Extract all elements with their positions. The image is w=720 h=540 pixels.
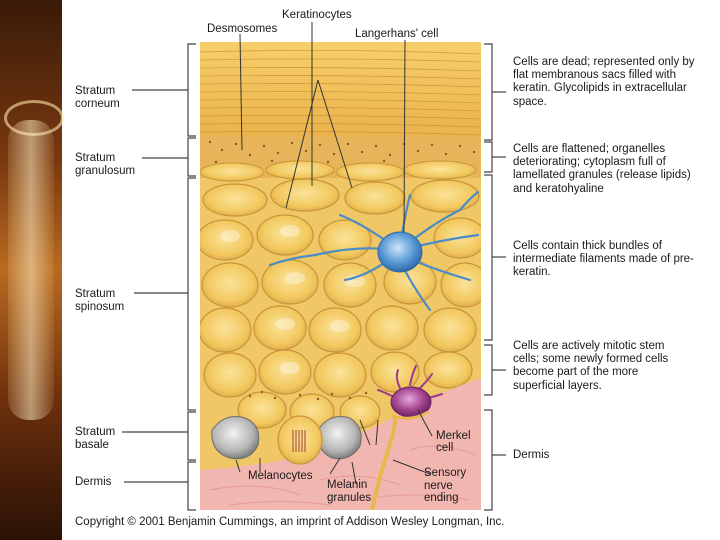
merkel-cell	[377, 365, 443, 418]
desc-dermis: Dermis	[513, 449, 550, 461]
desc-stratum-corneum: Cells are dead; represented only by flat…	[513, 56, 695, 108]
glass-highlight	[8, 120, 54, 420]
label-melanin-granules: Melanin granules	[327, 479, 372, 504]
label-desmosomes: Desmosomes	[207, 23, 278, 35]
label-sensory-nerve-ending: Sensory nerve ending	[424, 467, 467, 504]
background-photo-strip	[0, 0, 64, 540]
label-stratum-basale: Stratum basale	[75, 426, 116, 451]
label-keratinocytes: Keratinocytes	[282, 9, 352, 21]
cell-nuclei	[220, 225, 365, 374]
dermis-fibers	[209, 445, 476, 506]
desc-stratum-granulosum: Cells are flattened; organelles deterior…	[513, 143, 691, 195]
label-melanocytes: Melanocytes	[248, 470, 313, 482]
sensory-nerve	[370, 417, 398, 510]
melanocyte-left	[211, 416, 260, 460]
desc-stratum-basale: Cells are actively mitotic stem cells; s…	[513, 340, 669, 392]
label-merkel-cell: Merkel cell	[436, 430, 471, 454]
label-stratum-spinosum: Stratum spinosum	[75, 288, 125, 313]
langerhans-cell	[268, 190, 480, 312]
label-dermis-left: Dermis	[75, 476, 112, 488]
label-stratum-granulosum: Stratum granulosum	[75, 152, 136, 177]
dividing-cell	[277, 415, 323, 465]
leader-lines	[235, 22, 433, 485]
stratum-corneum-region	[200, 42, 481, 138]
basale-dots	[248, 390, 368, 401]
label-stratum-corneum: Stratum corneum	[75, 85, 120, 110]
label-langerhans-cell: Langerhans' cell	[355, 28, 439, 40]
melanocyte-right	[317, 416, 362, 460]
copyright-notice: Copyright © 2001 Benjamin Cummings, an i…	[75, 516, 505, 528]
desc-stratum-spinosum: Cells contain thick bundles of intermedi…	[513, 240, 694, 279]
corneum-keratin-layers	[200, 50, 481, 136]
granulosum-flattened-cells	[200, 160, 477, 182]
right-brackets	[484, 43, 506, 511]
left-brackets	[122, 43, 196, 511]
